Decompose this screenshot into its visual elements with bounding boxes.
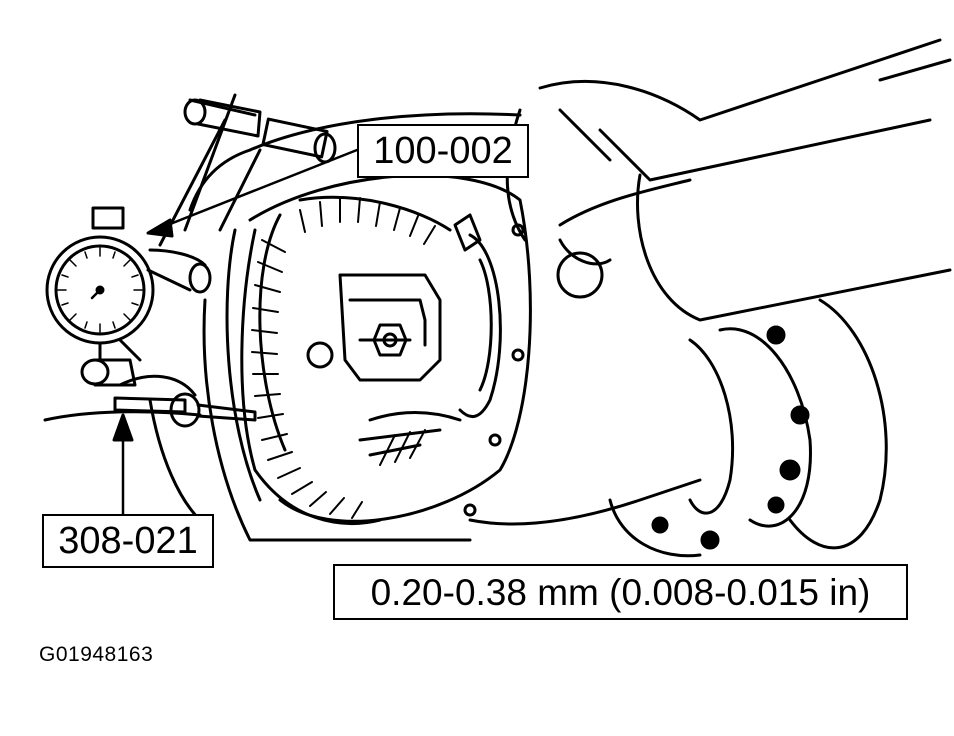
- tool-callout-308-021: 308-021: [42, 514, 214, 568]
- indicator-plunger: [43, 358, 257, 522]
- carrier-housing-flange: [202, 173, 532, 542]
- tool-callout-label: 100-002: [373, 130, 513, 172]
- tool-callout-100-002: 100-002: [357, 124, 529, 178]
- figure-id: G01948163: [39, 643, 154, 666]
- tool-callout-label: 308-021: [58, 520, 198, 562]
- differential-case: [306, 213, 502, 466]
- specification-label: 0.20-0.38 mm (0.008-0.015 in): [370, 571, 871, 613]
- dial-indicator: [45, 206, 212, 362]
- backlash-specification-callout: 0.20-0.38 mm (0.008-0.015 in): [333, 564, 908, 620]
- callout-arrow-100-002: [146, 148, 359, 238]
- ring-gear: [240, 195, 452, 525]
- axle-housing: [188, 38, 952, 558]
- callout-arrow-308-021: [112, 413, 134, 516]
